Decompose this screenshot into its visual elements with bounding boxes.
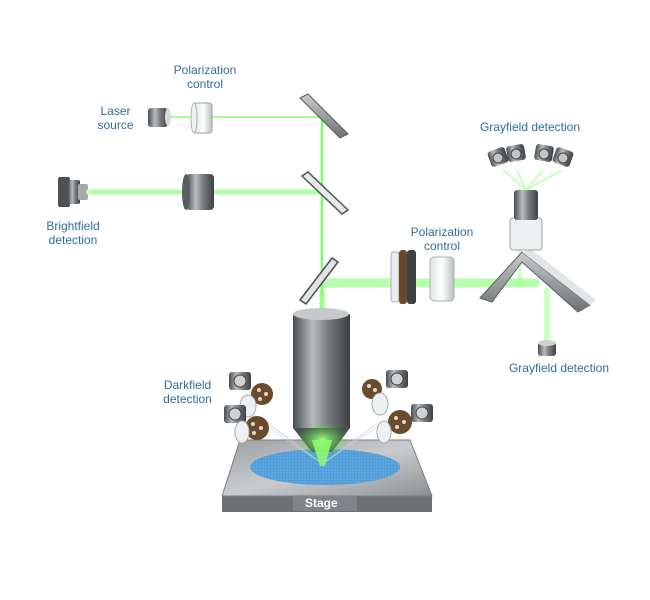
label-line: source bbox=[97, 118, 134, 132]
mirror-middle-icon bbox=[300, 171, 350, 215]
label-line: detection bbox=[163, 392, 212, 406]
filter-wheel-icon bbox=[388, 410, 412, 434]
label-line: Polarization bbox=[410, 225, 474, 239]
camera-icon bbox=[534, 144, 554, 162]
camera-icon bbox=[229, 372, 251, 390]
brightfield-camera-icon bbox=[58, 177, 92, 207]
camera-icon bbox=[552, 147, 574, 167]
label-grayfield-detection-bottom: Grayfield detection bbox=[508, 361, 610, 375]
polarization-lens-top bbox=[190, 102, 213, 134]
stage-icon bbox=[221, 439, 433, 512]
camera-icon bbox=[487, 147, 509, 167]
label-line: control bbox=[186, 77, 224, 91]
camera-icon bbox=[506, 144, 526, 162]
label-laser-source: Laser source bbox=[88, 104, 143, 132]
objective-icon bbox=[293, 308, 350, 466]
camera-icon bbox=[386, 370, 408, 388]
camera-icon bbox=[411, 404, 433, 422]
label-polarization-control-top: Polarization control bbox=[160, 63, 250, 91]
mirror-bottom-icon bbox=[298, 256, 340, 306]
darkfield-detectors-left bbox=[224, 372, 321, 463]
brightfield-lens bbox=[182, 174, 214, 210]
filter-wheel-icon bbox=[245, 416, 269, 440]
grayfield-detector-bottom-icon bbox=[538, 340, 556, 356]
label-polarization-control-right: Polarization control bbox=[397, 225, 487, 253]
label-grayfield-detection-top: Grayfield detection bbox=[479, 120, 581, 134]
grayfield-detector-top bbox=[487, 144, 574, 251]
label-stage: Stage bbox=[305, 496, 338, 510]
polarization-control-right bbox=[390, 250, 455, 304]
label-line: Polarization bbox=[173, 63, 237, 77]
label-brightfield-detection: Brightfield detection bbox=[28, 219, 118, 247]
wafer bbox=[250, 449, 400, 485]
label-line: Brightfield bbox=[46, 219, 100, 233]
label-line: detection bbox=[48, 233, 98, 247]
camera-icon bbox=[224, 405, 246, 423]
label-line: control bbox=[423, 239, 461, 253]
label-line: Darkfield bbox=[163, 378, 212, 392]
mirror-top-icon bbox=[299, 93, 349, 139]
darkfield-detectors-right bbox=[324, 370, 433, 463]
label-line: Laser bbox=[100, 104, 131, 118]
filter-wheel-icon bbox=[251, 383, 273, 405]
grayfield-splitter bbox=[479, 250, 596, 313]
label-darkfield-detection: Darkfield detection bbox=[150, 378, 225, 406]
laser-source-icon bbox=[148, 108, 171, 127]
